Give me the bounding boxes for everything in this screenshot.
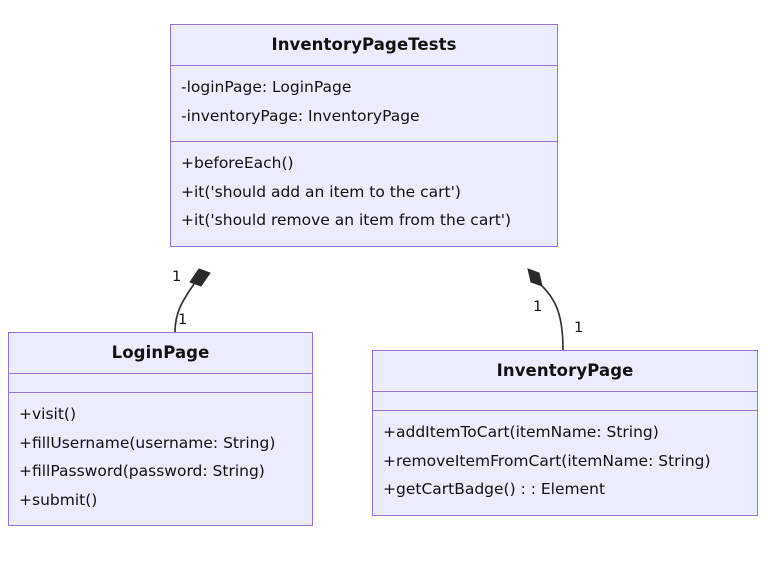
methods-compartment-loginpage: +visit() +fillUsername(username: String)… bbox=[9, 393, 312, 525]
methods-compartment-inventorypagetests: +beforeEach() +it('should add an item to… bbox=[171, 142, 557, 246]
class-method: +removeItemFromCart(itemName: String) bbox=[383, 451, 711, 470]
class-method: +it('should add an item to the cart') bbox=[181, 182, 461, 201]
class-divider bbox=[373, 410, 757, 411]
multiplicity-label-tests-to-loginpage-source: 1 bbox=[172, 269, 182, 285]
multiplicity-label-tests-to-inventorypage-source: 1 bbox=[533, 299, 543, 315]
class-divider bbox=[171, 141, 557, 142]
composition-diamond-tests-to-inventorypage bbox=[527, 268, 543, 287]
class-title-loginpage: LoginPage bbox=[111, 343, 210, 362]
attributes-compartment-loginpage bbox=[9, 374, 312, 392]
class-divider bbox=[373, 391, 757, 392]
class-method: +fillUsername(username: String) bbox=[19, 433, 276, 452]
attributes-compartment-inventorypagetests: -loginPage: LoginPage -inventoryPage: In… bbox=[171, 66, 557, 141]
class-divider bbox=[9, 392, 312, 393]
class-divider bbox=[171, 65, 557, 66]
class-method: +fillPassword(password: String) bbox=[19, 462, 265, 480]
class-attribute: -inventoryPage: InventoryPage bbox=[181, 106, 420, 125]
class-box-inventorypage[interactable]: InventoryPage +addItemToCart(itemName: S… bbox=[372, 350, 758, 516]
class-divider bbox=[9, 373, 312, 374]
multiplicity-label-tests-to-inventorypage-target: 1 bbox=[574, 320, 584, 336]
class-title-inventorypagetests: InventoryPageTests bbox=[271, 35, 457, 54]
composition-line-tests-to-inventorypage bbox=[539, 283, 564, 351]
class-method: +getCartBadge() : : Element bbox=[383, 480, 606, 498]
class-method: +beforeEach() bbox=[181, 154, 294, 172]
class-method: +addItemToCart(itemName: String) bbox=[383, 423, 659, 441]
class-method: +visit() bbox=[19, 405, 77, 423]
class-box-inventorypagetests[interactable]: InventoryPageTests -loginPage: LoginPage… bbox=[170, 24, 558, 247]
attributes-compartment-inventorypage bbox=[373, 392, 757, 410]
class-attribute: -loginPage: LoginPage bbox=[181, 78, 352, 96]
class-method: +it('should remove an item from the cart… bbox=[181, 211, 512, 229]
class-method: +submit() bbox=[19, 490, 98, 509]
multiplicity-label-tests-to-loginpage-target: 1 bbox=[178, 312, 188, 328]
methods-compartment-inventorypage: +addItemToCart(itemName: String) +remove… bbox=[373, 411, 757, 515]
composition-diamond-tests-to-loginpage bbox=[189, 268, 211, 287]
class-title-inventorypage: InventoryPage bbox=[496, 361, 634, 380]
class-box-loginpage[interactable]: LoginPage +visit() +fillUsername(usernam… bbox=[8, 332, 313, 526]
